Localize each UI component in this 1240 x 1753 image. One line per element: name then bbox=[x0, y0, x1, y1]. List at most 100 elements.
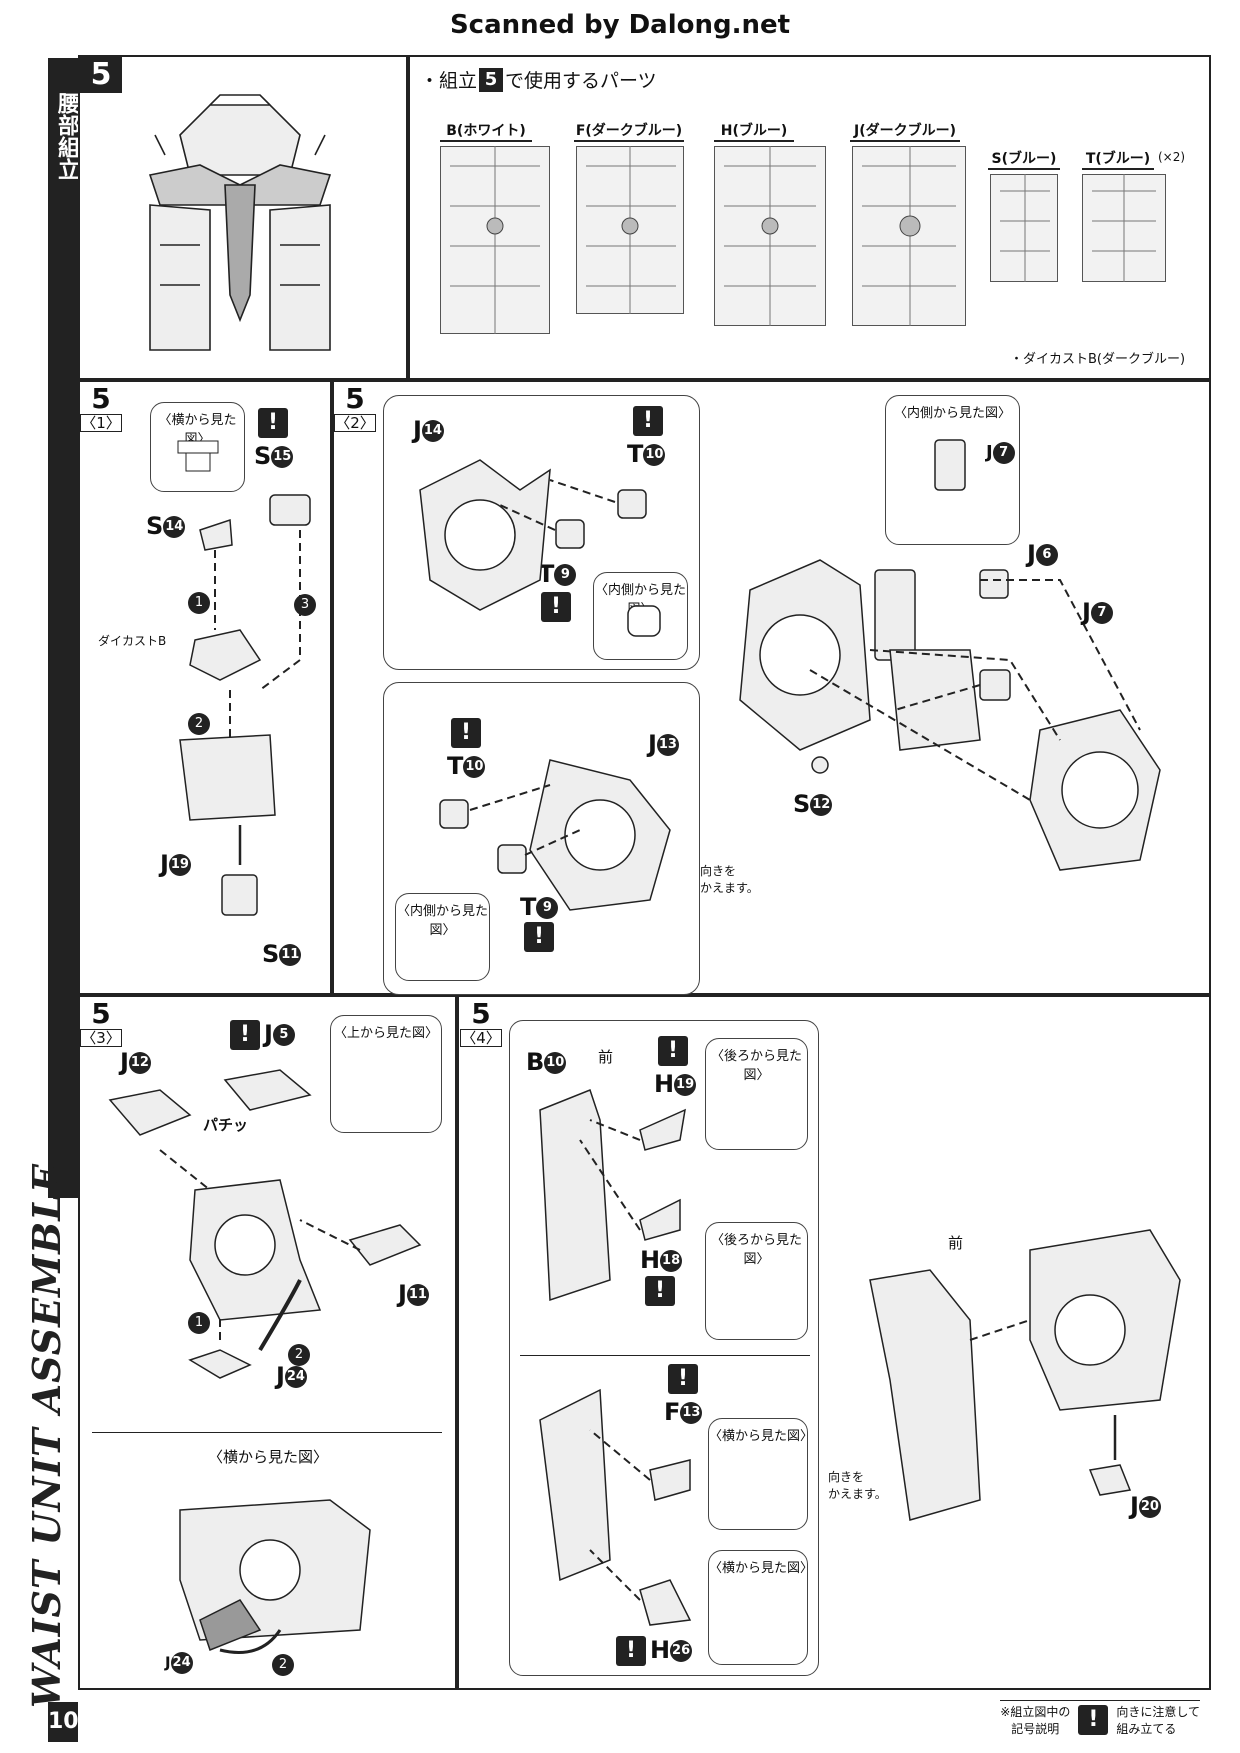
step4-divider bbox=[520, 1355, 810, 1356]
warning-icon: ! bbox=[524, 922, 554, 952]
side-view-2: 〈横から見た図〉 bbox=[708, 1550, 814, 1665]
scan-credit: Scanned by Dalong.net bbox=[449, 10, 791, 40]
step3-side-view-title: 〈横から見た図〉 bbox=[208, 1448, 329, 1466]
step3-divider bbox=[92, 1432, 442, 1433]
step2-top-drawing bbox=[419, 459, 661, 637]
step2-bottom-drawing bbox=[439, 759, 671, 911]
front-label-2: 前 bbox=[948, 1234, 964, 1252]
diecast-note: ・ダイカストB(ダークブルー) bbox=[1010, 352, 1186, 367]
parts-heading-text: ・組立 bbox=[420, 70, 478, 92]
section-title-jp: 腰部組立 bbox=[54, 92, 79, 180]
step4-sub: 〈4〉 bbox=[460, 1029, 502, 1047]
step3-num: 5 bbox=[91, 997, 111, 1030]
warning-icon: ! bbox=[258, 408, 288, 438]
order-1: 1 bbox=[188, 1312, 210, 1334]
runner-detail-lines bbox=[450, 146, 1156, 334]
runner-s-label: S(ブルー) bbox=[988, 148, 1060, 170]
section-title-en: WAIST UNIT ASSEMBLE bbox=[23, 1162, 69, 1708]
step2-num: 5 bbox=[345, 382, 365, 415]
order-2: 2 bbox=[188, 713, 210, 735]
step2-number: 5〈2〉 bbox=[334, 384, 376, 432]
warning-icon: ! bbox=[658, 1036, 688, 1066]
warning-icon: ! bbox=[230, 1020, 260, 1050]
order-1: 1 bbox=[188, 592, 210, 614]
symbol-legend: ※組立図中の 記号説明 ! 向きに注意して 組み立てる bbox=[1000, 1700, 1200, 1737]
step3-sub: 〈3〉 bbox=[80, 1029, 122, 1047]
section-sidebar bbox=[48, 58, 78, 1198]
step3-number: 5〈3〉 bbox=[80, 999, 122, 1047]
section-title-en-wrap: WAIST UNIT ASSEMBLE bbox=[16, 1163, 76, 1708]
step3-top-view: 〈上から見た図〉 bbox=[330, 1015, 442, 1133]
back-view-2-title: 〈後ろから見た図〉 bbox=[710, 1233, 802, 1267]
step1-num: 5 bbox=[91, 382, 111, 415]
inner-view-2: 〈内側から見た図〉 bbox=[395, 893, 490, 981]
side-view-1-title: 〈横から見た図〉 bbox=[709, 1429, 814, 1444]
warning-icon: ! bbox=[1078, 1705, 1109, 1735]
waist-overview-illustration bbox=[148, 94, 332, 351]
inner-view-3: 〈内側から見た図〉 bbox=[885, 395, 1020, 545]
parts-heading-tail: で使用するパーツ bbox=[505, 70, 657, 92]
step3-top-view-title: 〈上から見た図〉 bbox=[333, 1026, 438, 1041]
step-number: 5 bbox=[80, 57, 122, 93]
turn-note-1: 向きを かえます。 bbox=[700, 864, 759, 895]
runner-t-label: T(ブルー) bbox=[1082, 148, 1154, 170]
warning-icon: ! bbox=[451, 718, 481, 748]
order-2b: 2 bbox=[272, 1654, 294, 1676]
back-view-1: 〈後ろから見た図〉 bbox=[705, 1038, 808, 1150]
step1-side-view: 〈横から見た図〉 bbox=[150, 402, 245, 492]
legend-text: 向きに注意して 組み立てる bbox=[1116, 1705, 1200, 1736]
page-number: 10 bbox=[48, 1702, 79, 1742]
runner-h-label: H(ブルー) bbox=[714, 120, 794, 142]
warning-icon: ! bbox=[616, 1636, 646, 1666]
step4-num: 5 bbox=[471, 997, 491, 1030]
snap-label: パチッ bbox=[203, 1116, 249, 1134]
step4-number: 5〈4〉 bbox=[460, 999, 502, 1047]
runner-f-label: F(ダークブルー) bbox=[574, 120, 684, 142]
side-view-1: 〈横から見た図〉 bbox=[708, 1418, 814, 1530]
order-2: 2 bbox=[288, 1344, 310, 1366]
inner-view-2-title: 〈内側から見た図〉 bbox=[396, 904, 488, 938]
back-view-1-title: 〈後ろから見た図〉 bbox=[710, 1049, 802, 1083]
step1-number: 5〈1〉 bbox=[80, 384, 122, 432]
runner-s bbox=[990, 174, 1058, 282]
front-label: 前 bbox=[598, 1048, 614, 1066]
warning-icon: ! bbox=[633, 406, 663, 436]
warning-icon: ! bbox=[541, 592, 571, 622]
step2-sub: 〈2〉 bbox=[334, 414, 376, 432]
parts-heading-step: 5 bbox=[479, 67, 504, 92]
runner-j-label: J(ダークブルー) bbox=[850, 120, 960, 142]
legend-title: ※組立図中の 記号説明 bbox=[1000, 1705, 1071, 1736]
parts-heading: ・組立 5 で使用するパーツ bbox=[420, 66, 657, 93]
back-view-2: 〈後ろから見た図〉 bbox=[705, 1222, 808, 1340]
inner-view-3-title: 〈内側から見た図〉 bbox=[893, 406, 1011, 421]
step3-drawing bbox=[108, 1069, 422, 1379]
side-view-part bbox=[177, 440, 219, 472]
side-view-2-title: 〈横から見た図〉 bbox=[709, 1561, 814, 1576]
step3-side-view-drawing bbox=[179, 1499, 371, 1654]
warning-icon: ! bbox=[668, 1364, 698, 1394]
runner-t-multiplier: (×2) bbox=[1158, 150, 1186, 164]
step4-skirt-drawing bbox=[539, 1089, 692, 1626]
